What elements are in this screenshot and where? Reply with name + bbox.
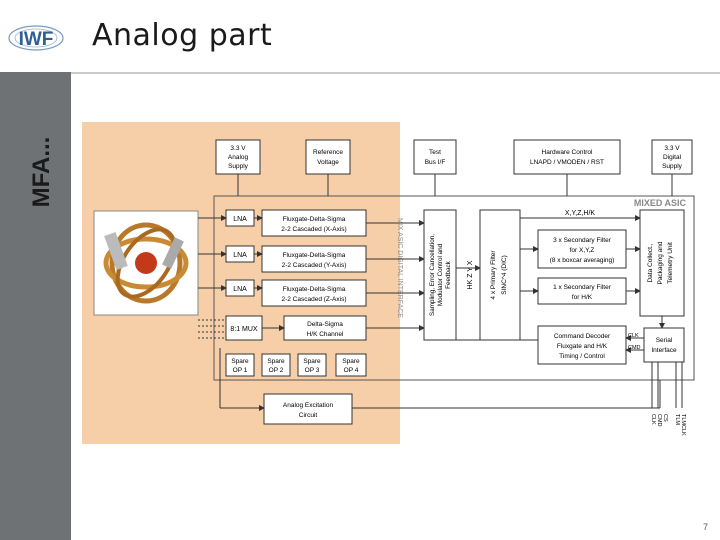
svg-text:Fluxgate-Delta-Sigma: Fluxgate-Delta-Sigma bbox=[283, 286, 346, 293]
channel-labels: HK Z Y X bbox=[467, 260, 474, 289]
svg-text:Telemetry Unit: Telemetry Unit bbox=[667, 242, 674, 284]
svg-text:Delta-Sigma: Delta-Sigma bbox=[307, 321, 343, 328]
svg-text:Fluxgate and H/K: Fluxgate and H/K bbox=[557, 343, 608, 350]
analog-supply-block: 3.3 V Analog Supply bbox=[215, 139, 261, 175]
svg-text:Digital: Digital bbox=[663, 154, 682, 161]
svg-text:2-2 Cascaded (X-Axis): 2-2 Cascaded (X-Axis) bbox=[281, 226, 346, 233]
svg-text:Serial: Serial bbox=[656, 337, 673, 344]
svg-text:LNAPD / VMODEN / RST: LNAPD / VMODEN / RST bbox=[530, 159, 604, 166]
svg-text:Bus I/F: Bus I/F bbox=[425, 159, 446, 166]
svg-text:8:1 MUX: 8:1 MUX bbox=[230, 326, 258, 333]
svg-text:LNA: LNA bbox=[233, 252, 247, 259]
svg-text:Fluxgate-Delta-Sigma: Fluxgate-Delta-Sigma bbox=[283, 252, 346, 259]
fluxgate-x-block: Fluxgate-Delta-Sigma 2-2 Cascaded (X-Axi… bbox=[261, 209, 367, 237]
serial-interface-block: Serial Interface bbox=[643, 327, 685, 363]
primary-filter-block: 4 x Primary Filter SINC^4 (DIC) bbox=[479, 209, 521, 341]
svg-text:Spare: Spare bbox=[342, 358, 360, 365]
svg-text:Voltage: Voltage bbox=[317, 159, 339, 166]
svg-text:Hardware Control: Hardware Control bbox=[542, 149, 593, 156]
svg-text:Interface: Interface bbox=[651, 347, 677, 354]
svg-text:OP 1: OP 1 bbox=[233, 367, 248, 374]
analog-excitation-block: Analog Excitation Circuit bbox=[263, 393, 353, 425]
svg-text:3.3 V: 3.3 V bbox=[230, 145, 246, 152]
svg-text:Spare: Spare bbox=[303, 358, 321, 365]
lna-x: LNA bbox=[225, 209, 255, 227]
svg-text:Sampling, Error Cancellation,: Sampling, Error Cancellation, bbox=[429, 234, 436, 316]
delta-sigma-hk-block: Delta-Sigma H/K Channel bbox=[283, 315, 367, 341]
xyzhk-label: X,Y,Z,H/K bbox=[565, 210, 596, 217]
svg-text:OP 4: OP 4 bbox=[344, 367, 359, 374]
svg-text:Analog Excitation: Analog Excitation bbox=[283, 402, 334, 409]
svg-text:Packaging and: Packaging and bbox=[657, 241, 664, 284]
spare-op-3: Spare OP 3 bbox=[297, 353, 327, 377]
svg-text:4 x Primary Filter: 4 x Primary Filter bbox=[490, 250, 497, 300]
header-rule bbox=[71, 72, 720, 74]
pin-cs: CS bbox=[662, 414, 668, 422]
hardware-control-block: Hardware Control LNAPD / VMODEN / RST bbox=[513, 139, 621, 175]
svg-text:Analog: Analog bbox=[228, 154, 249, 161]
lna-z: LNA bbox=[225, 279, 255, 297]
sampling-block: Sampling, Error Cancellation, Modulator … bbox=[423, 209, 457, 341]
svg-text:SINC^4 (DIC): SINC^4 (DIC) bbox=[501, 255, 508, 295]
svg-text:LNA: LNA bbox=[233, 216, 247, 223]
svg-text:OP 3: OP 3 bbox=[305, 367, 320, 374]
svg-text:Modulator Control and: Modulator Control and bbox=[437, 243, 444, 306]
spare-op-2: Spare OP 2 bbox=[261, 353, 291, 377]
cmd-label: CMD bbox=[628, 345, 641, 351]
pin-clk: CLK bbox=[650, 414, 656, 425]
clk-label: CLK bbox=[628, 333, 639, 339]
svg-text:Supply: Supply bbox=[228, 163, 249, 170]
test-bus-block: Test Bus I/F bbox=[413, 139, 457, 175]
svg-text:Spare: Spare bbox=[231, 358, 249, 365]
block-diagram: MIXED ASIC 3.3 V Analog Supply Reference… bbox=[82, 122, 695, 444]
reference-voltage-block: Reference Voltage bbox=[305, 139, 351, 175]
command-decoder-block: Command Decoder Fluxgate and H/K Timing … bbox=[537, 325, 627, 365]
svg-text:Reference: Reference bbox=[313, 149, 343, 156]
svg-text:for H/K: for H/K bbox=[572, 294, 593, 301]
side-title: MFA... bbox=[28, 136, 55, 208]
lna-y: LNA bbox=[225, 245, 255, 263]
svg-text:Data Collect.,: Data Collect., bbox=[647, 243, 654, 282]
svg-text:Supply: Supply bbox=[662, 163, 683, 170]
fluxgate-y-block: Fluxgate-Delta-Sigma 2-2 Cascaded (Y-Axi… bbox=[261, 245, 367, 273]
svg-text:Timing / Control: Timing / Control bbox=[559, 353, 605, 360]
svg-text:Spare: Spare bbox=[267, 358, 285, 365]
fluxgate-z-block: Fluxgate-Delta-Sigma 2-2 Cascaded (Z-Axi… bbox=[261, 279, 367, 307]
mux-block: 8:1 MUX bbox=[225, 315, 263, 341]
secondary-filter-xyz: 3 x Secondary Filter for X,Y,Z (8 x boxc… bbox=[537, 229, 627, 269]
sidebar-band bbox=[0, 0, 71, 540]
svg-text:2-2 Cascaded (Z-Axis): 2-2 Cascaded (Z-Axis) bbox=[281, 296, 346, 303]
pin-cmd: CMD bbox=[656, 414, 662, 427]
data-collect-block: Data Collect., Packaging and Telemetry U… bbox=[639, 209, 685, 317]
svg-text:Command Decoder: Command Decoder bbox=[554, 333, 611, 340]
logo-area bbox=[0, 0, 71, 72]
spare-op-4: Spare OP 4 bbox=[335, 353, 367, 377]
svg-text:OP 2: OP 2 bbox=[269, 367, 284, 374]
svg-text:for X,Y,Z: for X,Y,Z bbox=[570, 247, 595, 254]
spare-op-1: Spare OP 1 bbox=[225, 353, 255, 377]
svg-text:LNA: LNA bbox=[233, 286, 247, 293]
svg-text:3 x Secondary Filter: 3 x Secondary Filter bbox=[553, 237, 612, 244]
digital-supply-block: 3.3 V Digital Supply bbox=[651, 139, 693, 175]
svg-text:IWF: IWF bbox=[19, 29, 54, 50]
svg-text:Fluxgate-Delta-Sigma: Fluxgate-Delta-Sigma bbox=[283, 216, 346, 223]
iwf-logo: IWF bbox=[8, 25, 64, 51]
svg-text:Test: Test bbox=[429, 149, 441, 156]
svg-text:(8 x boxcar averaging): (8 x boxcar averaging) bbox=[550, 257, 615, 264]
svg-text:H/K Channel: H/K Channel bbox=[307, 331, 344, 338]
slide-title: Analog part bbox=[92, 18, 273, 53]
svg-text:1 x Secondary Filter: 1 x Secondary Filter bbox=[553, 284, 612, 291]
pin-tlm: TLM bbox=[674, 414, 680, 425]
svg-text:Circuit: Circuit bbox=[299, 412, 318, 419]
pin-tlmclk: TLMCLK bbox=[680, 414, 686, 436]
sensor-image bbox=[93, 210, 199, 316]
page-number: 7 bbox=[702, 522, 708, 532]
svg-text:2-2 Cascaded (Y-Axis): 2-2 Cascaded (Y-Axis) bbox=[282, 262, 347, 269]
interface-label: MIX ASIC DIGITAL INTERFACE bbox=[396, 218, 403, 318]
svg-text:Feedback: Feedback bbox=[445, 260, 452, 289]
mixed-asic-label: MIXED ASIC bbox=[634, 198, 687, 208]
secondary-filter-hk: 1 x Secondary Filter for H/K bbox=[537, 277, 627, 305]
svg-text:3.3 V: 3.3 V bbox=[664, 145, 680, 152]
